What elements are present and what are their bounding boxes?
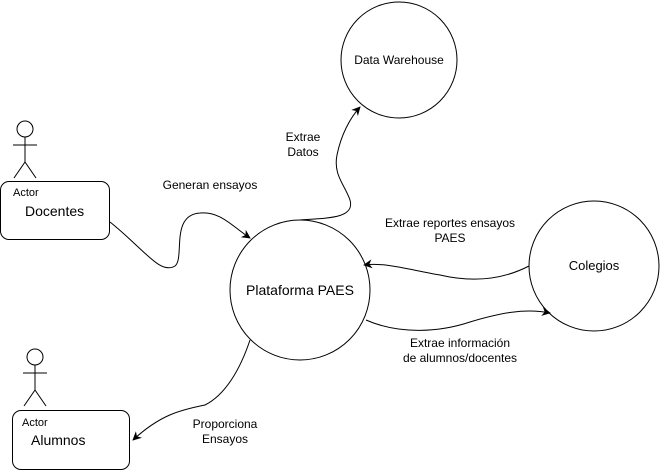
extrae-datos-line-2: Datos [287,145,319,159]
alumnos-actor-name: Alumnos [31,432,86,448]
extrae-reportes-line-2: PAES [434,231,466,245]
extrae-reportes-label: Extrae reportes ensayos PAES [375,216,525,246]
docentes-actor-box[interactable]: Actor Docentes [0,181,110,240]
flow-proporciona-ensayos[interactable] [132,339,251,441]
alumnos-actor-stereotype: Actor [22,417,48,429]
extrae-reportes-line-1: Extrae reportes ensayos [384,216,516,230]
alumnos-actor-box[interactable]: Actor Alumnos [12,410,130,470]
colegios-label: Colegios [568,258,620,273]
docentes-actor-name: Docentes [25,203,85,219]
plataforma-paes-label: Plataforma PAES [246,282,354,298]
extrae-informacion-line-2: de alumnos/docentes [402,351,518,365]
data-warehouse-circle[interactable] [340,1,458,119]
alumnos-stick-figure-icon [23,348,47,407]
extrae-datos-label: Extrae Datos [270,130,336,160]
proporciona-ensayos-line-1: Proporciona [192,417,258,431]
flow-generan-ensayos[interactable] [109,212,251,269]
extrae-datos-line-1: Extrae [285,130,321,144]
docentes-stick-figure-icon [13,120,37,179]
extrae-informacion-label: Extrae información de alumnos/docentes [390,336,530,366]
flow-extrae-informacion[interactable] [365,307,551,331]
data-warehouse-label: Data Warehouse [354,53,444,67]
proporciona-ensayos-line-2: Ensayos [201,432,249,446]
proporciona-ensayos-label: Proporciona Ensayos [185,417,265,447]
flow-extrae-reportes[interactable] [363,259,530,280]
flow-extrae-datos[interactable] [299,106,361,221]
generan-ensayos-label: Generan ensayos [162,178,258,192]
docentes-actor-stereotype: Actor [13,187,39,199]
extrae-informacion-line-1: Extrae información [409,336,511,350]
